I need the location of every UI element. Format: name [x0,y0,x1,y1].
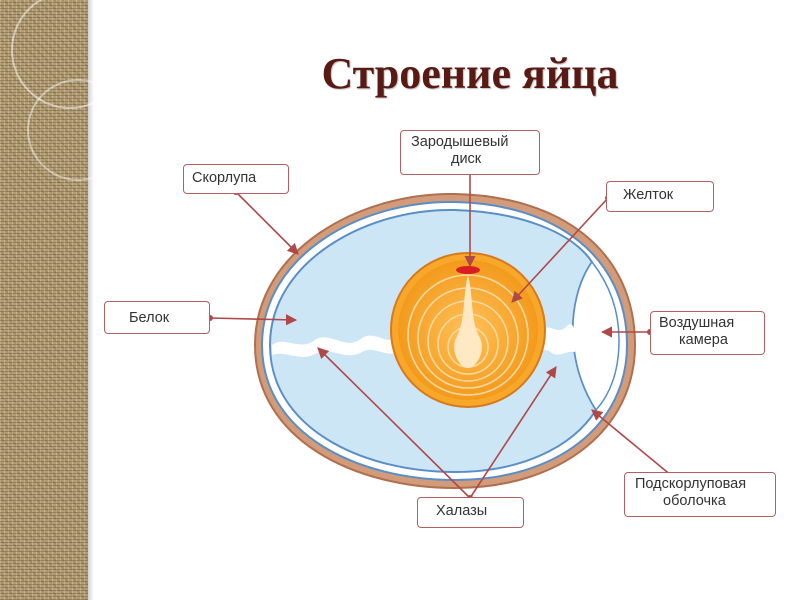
chalaza-left [272,335,398,357]
yolk [390,252,546,408]
label-shell-text: Скорлупа [192,170,257,186]
label-chalazae: Халазы [417,497,524,528]
label-albumen-text: Белок [129,310,170,326]
label-germinal-disc: Зародышевый диск [400,130,540,175]
label-shell: Скорлупа [183,164,289,194]
label-chalazae-text: Халазы [436,503,488,519]
decor-ring [27,79,129,181]
arrow-yolk [511,197,609,303]
arrow-chalaza-right [469,366,557,499]
label-yolk: Желток [606,181,714,212]
arrow-membrane [591,409,673,477]
page-title: Строение яйца [321,49,619,98]
strip-shadow [88,0,94,600]
label-shell-membrane-line2: оболочка [663,493,726,509]
label-shell-membrane-line1: Подскорлуповая [635,476,747,492]
label-germinal-disc-line2: диск [451,151,482,167]
label-air-cell-line1: Воздушная [659,315,735,331]
arrow-shell [235,191,299,255]
label-air-cell-line2: камера [679,332,728,348]
label-germinal-disc-line1: Зародышевый [411,134,509,150]
chalaza-right [539,324,577,355]
label-albumen: Белок [104,301,210,334]
arrow-chalaza-left [317,347,471,499]
decor-ring [11,0,129,109]
textured-side-strip [0,0,88,600]
label-shell-membrane: Подскорлуповая оболочка [624,472,776,517]
label-yolk-text: Желток [623,187,674,203]
label-air-cell: Воздушная камера [650,311,765,355]
germinal-disc [456,266,480,274]
arrow-albumen [209,314,298,326]
